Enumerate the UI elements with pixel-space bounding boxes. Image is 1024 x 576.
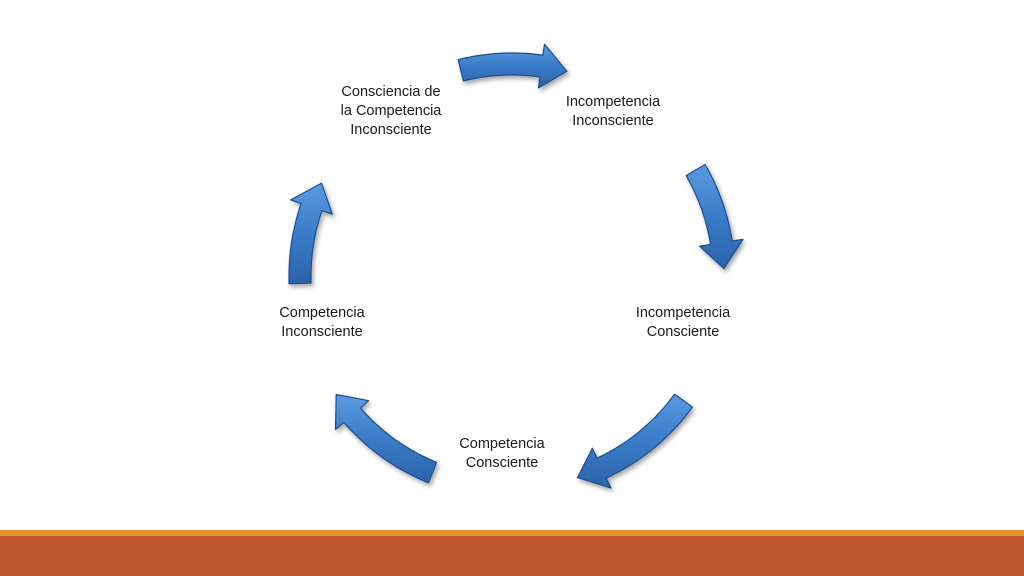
stage-label-incompetencia-consciente: Incompetencia Consciente — [635, 305, 731, 340]
arrow-to-consciencia-competencia — [288, 182, 333, 285]
footer-bar — [0, 536, 1024, 576]
stage-label-competencia-inconsciente: Competencia Inconsciente — [279, 305, 365, 340]
footer-accent-line — [0, 530, 1024, 536]
stage-label-competencia-consciente: Competencia Consciente — [459, 436, 545, 471]
stage-label-consciencia-competencia-inconsciente: Consciencia de la Competencia Inconscien… — [340, 84, 442, 138]
arrow-to-competencia-inconsciente — [334, 393, 438, 484]
arrow-to-incompetencia-inconsciente — [457, 43, 568, 89]
arrow-to-incompetencia-consciente — [685, 163, 744, 270]
stage-label-incompetencia-inconsciente: Incompetencia Inconsciente — [565, 94, 661, 129]
arrow-to-competencia-consciente — [576, 393, 693, 489]
